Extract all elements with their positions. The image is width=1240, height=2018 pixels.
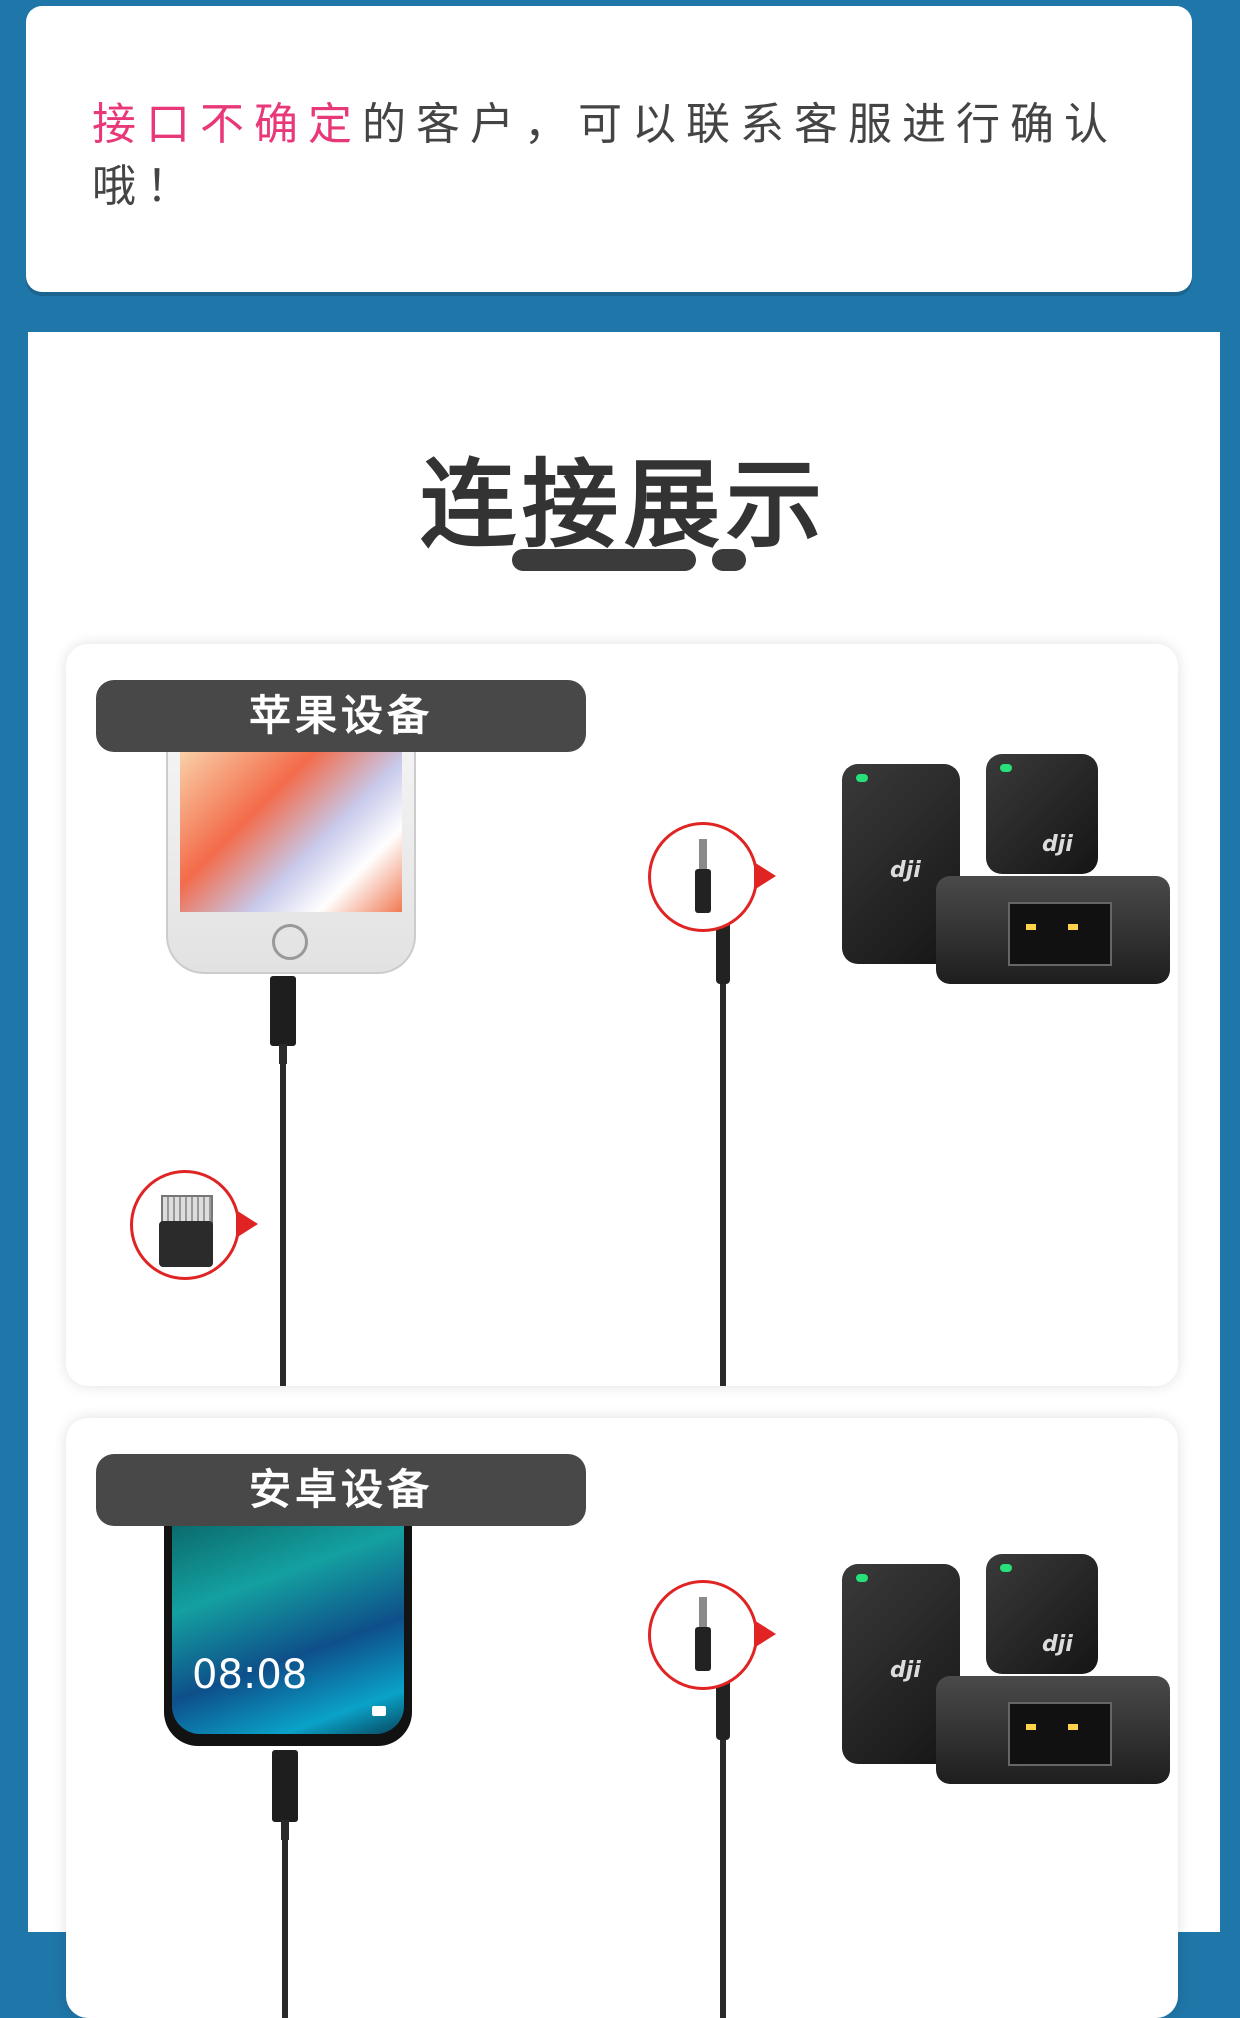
led-indicator [1000, 1564, 1012, 1572]
dji-logo: dji [1042, 1632, 1073, 1657]
title-underline-dot [712, 549, 746, 571]
jack-body-icon [695, 1627, 711, 1671]
receiver-screen [1008, 902, 1112, 966]
notice-card: 接口不确定的客户，可以联系客服进行确认哦！ [26, 6, 1192, 292]
iphone-screen [180, 752, 402, 912]
dji-logo: dji [890, 1658, 921, 1683]
receiver [936, 876, 1170, 984]
typec-plug [272, 1750, 298, 1822]
title-underline-long [512, 549, 696, 571]
android-screen: 08:08 [172, 1526, 404, 1734]
level-bar [1068, 924, 1078, 930]
led-indicator [1000, 764, 1012, 772]
clock-text: 08:08 [192, 1652, 308, 1698]
transmitter-2: dji [986, 754, 1098, 874]
dji-logo: dji [1042, 832, 1073, 857]
jack-35mm-indicator [648, 1580, 758, 1690]
cable-left-vertical [280, 1062, 286, 1386]
wireless-mic-set-image: dji dji [836, 754, 1176, 996]
cable-right-vertical [720, 982, 726, 1386]
notice-text: 接口不确定的客户，可以联系客服进行确认哦！ [92, 94, 1152, 218]
apple-device-card: 苹果设备 [66, 644, 1178, 1386]
wireless-mic-set-image: dji dji [836, 1554, 1176, 1796]
jack-body-icon [695, 869, 711, 913]
arrow-right-icon [754, 862, 776, 890]
jack-35mm-indicator [648, 822, 758, 932]
connection-section: 连接展示 苹果设备 [28, 332, 1220, 2018]
section-title: 连接展示 [420, 449, 828, 561]
level-bar [1026, 924, 1036, 930]
cable-left-vertical [282, 1838, 288, 2018]
arrow-right-icon [236, 1210, 258, 1238]
transmitter-2: dji [986, 1554, 1098, 1674]
camera-icon [372, 1706, 386, 1716]
lightning-indicator [130, 1170, 240, 1280]
dji-logo: dji [890, 858, 921, 883]
level-bar [1026, 1724, 1036, 1730]
notice-highlight: 接口不确定 [92, 99, 362, 150]
lightning-plug [270, 976, 296, 1046]
page: 接口不确定的客户，可以联系客服进行确认哦！ 连接展示 苹果设备 [26, 6, 1220, 2018]
receiver [936, 1676, 1170, 1784]
jack-tip-icon [699, 839, 707, 869]
plug-strain-relief [281, 1820, 289, 1840]
home-button-icon [272, 924, 308, 960]
android-phone-image: 08:08 [164, 1526, 412, 1746]
receiver-screen [1008, 1702, 1112, 1766]
apple-device-label: 苹果设备 [96, 680, 586, 752]
arrow-right-icon [754, 1620, 776, 1648]
lightning-connector-body [159, 1221, 213, 1267]
android-device-label: 安卓设备 [96, 1454, 586, 1526]
level-bar [1068, 1724, 1078, 1730]
angled-jack-plug [716, 914, 730, 984]
plug-strain-relief [279, 1044, 287, 1064]
android-device-card: 安卓设备 08:08 dji [66, 1418, 1178, 2018]
notice-rest: 的客户，可以联系客服进行确认哦！ [92, 99, 1118, 212]
iphone-image [166, 752, 416, 974]
led-indicator [856, 774, 868, 782]
led-indicator [856, 1574, 868, 1582]
cable-right-vertical [720, 1738, 726, 2018]
jack-tip-icon [699, 1597, 707, 1627]
